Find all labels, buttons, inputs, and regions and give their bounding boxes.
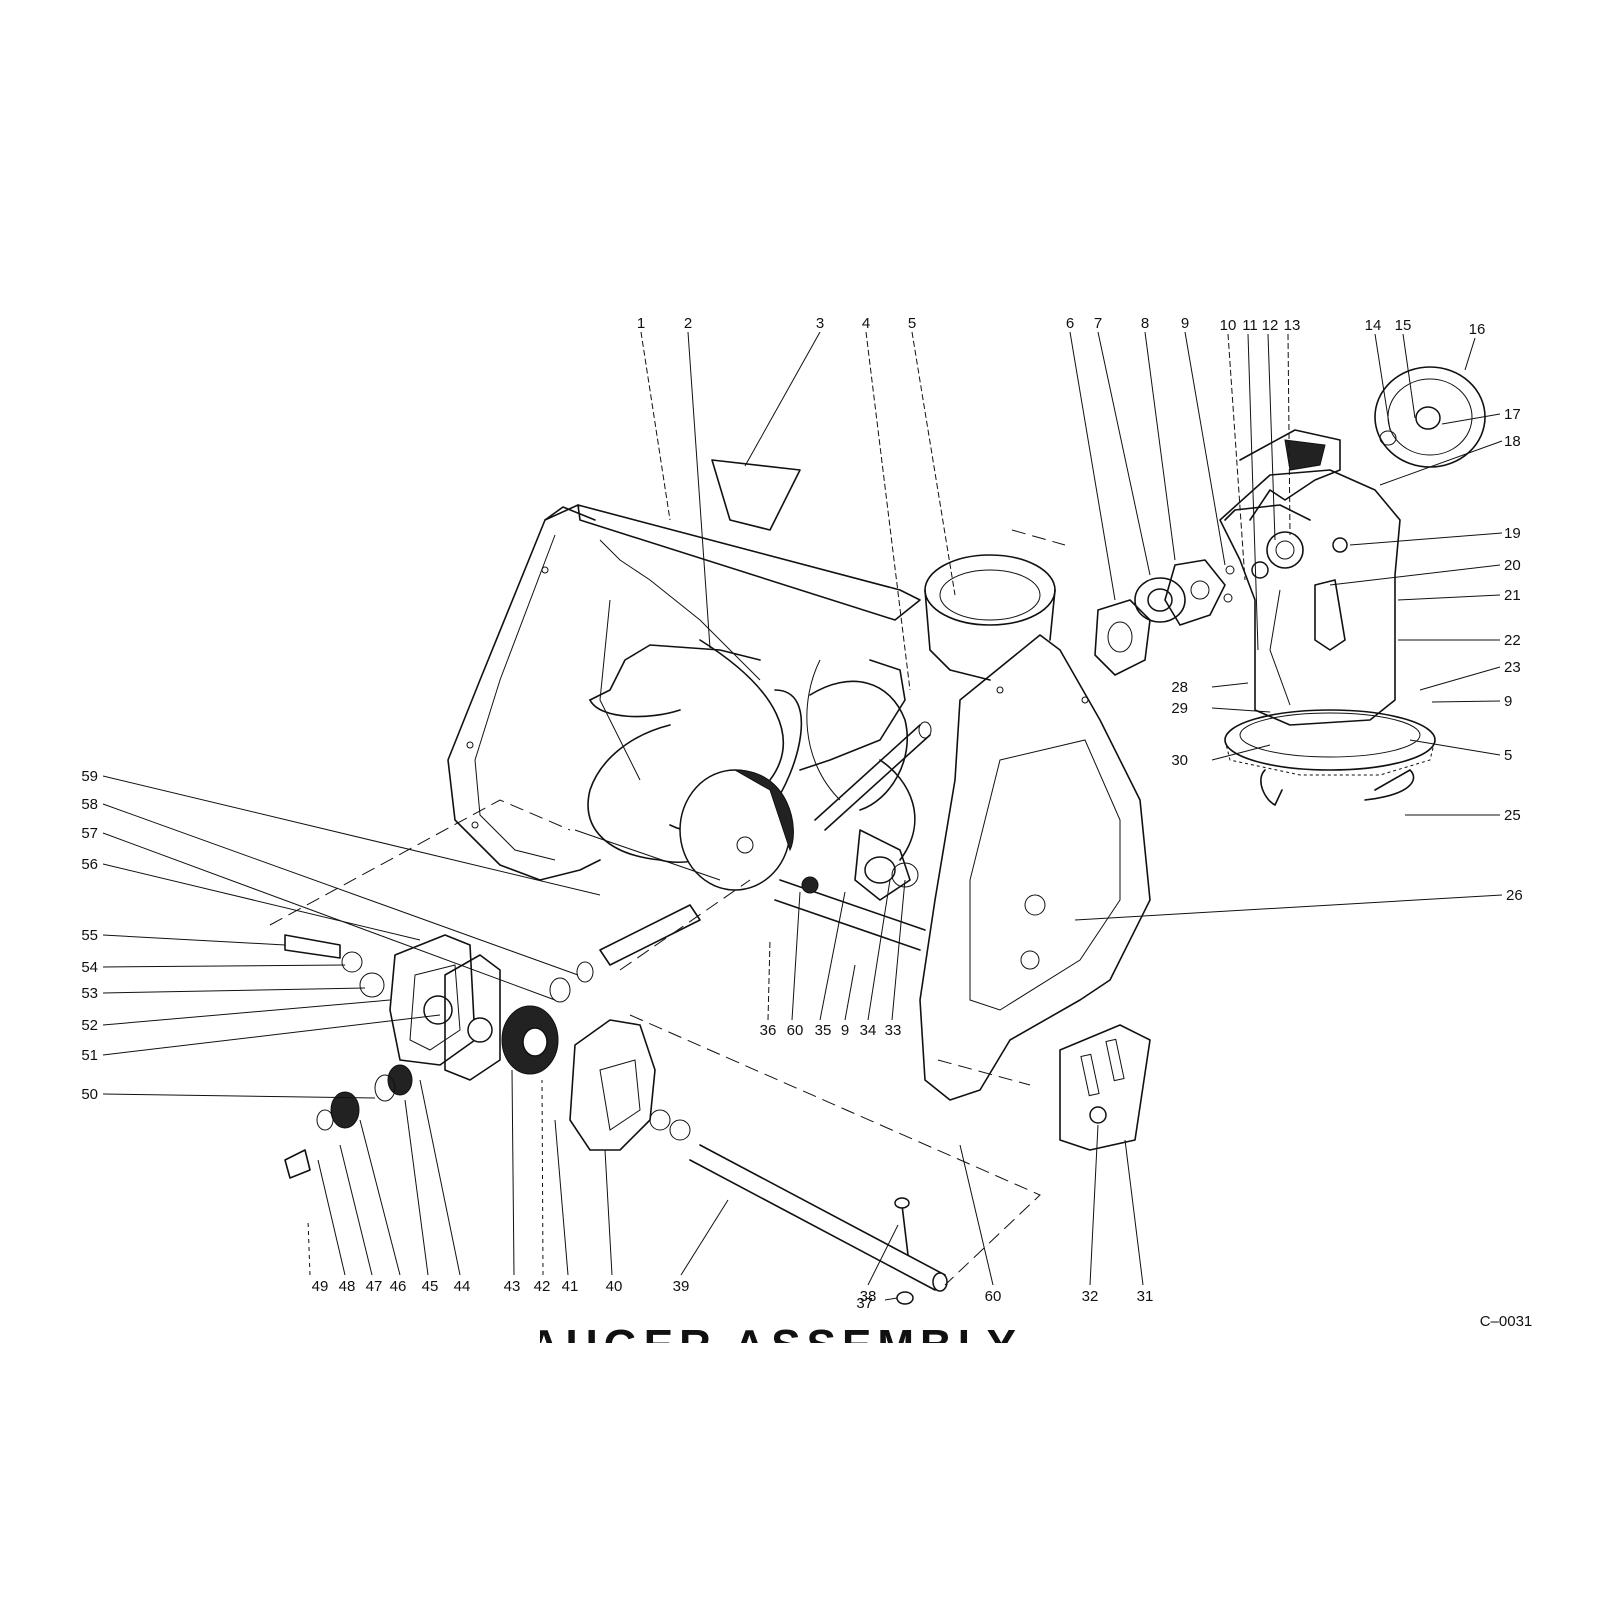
auger-housing-top-bar [577, 504, 921, 621]
callout-36: 36 [760, 1022, 777, 1039]
callout-7: 7 [1094, 315, 1102, 332]
callout-12: 12 [1262, 317, 1279, 334]
callout-11: 11 [1242, 317, 1258, 334]
callout-38: 38 [860, 1288, 877, 1305]
chute-ring-gear [1224, 709, 1436, 806]
callout-51: 51 [81, 1047, 98, 1064]
callout-60-bottom: 60 [985, 1288, 1002, 1305]
callout-23: 23 [1504, 659, 1521, 676]
callout-19: 19 [1504, 525, 1521, 542]
callout-50: 50 [81, 1086, 98, 1103]
callout-33: 33 [885, 1022, 902, 1039]
callout-9-right: 9 [1504, 693, 1512, 710]
callout-34: 34 [860, 1022, 877, 1039]
callout-8: 8 [1141, 315, 1149, 332]
assembly-phantom-lines [269, 529, 1066, 1286]
callout-5: 5 [908, 315, 916, 332]
gearbox-housing-right [569, 1019, 656, 1151]
worm-shaft [649, 1109, 948, 1292]
callout-59: 59 [81, 768, 98, 785]
gearbox-gasket [444, 954, 501, 1081]
callout-9-top: 9 [1181, 315, 1189, 332]
callout-2: 2 [684, 315, 692, 332]
callout-60-mid: 60 [787, 1022, 804, 1039]
discharge-outlet-ring [924, 554, 1056, 681]
callout-44: 44 [454, 1278, 471, 1295]
callout-6: 6 [1066, 315, 1074, 332]
auger-housing-right-panel [919, 634, 1151, 1101]
callout-1: 1 [637, 315, 645, 332]
callout-18: 18 [1504, 433, 1521, 450]
callout-30: 30 [1171, 752, 1188, 769]
callout-32: 32 [1082, 1288, 1099, 1305]
callout-10: 10 [1220, 317, 1237, 334]
callout-16: 16 [1469, 321, 1486, 338]
callout-14: 14 [1365, 317, 1382, 334]
leader-lines [102, 331, 1503, 1301]
diagram-title-fragment: AUGER ASSEMBLY [528, 1321, 1022, 1370]
shaft-bearing-block [801, 829, 919, 901]
worm-gear [501, 1005, 559, 1075]
pulley [1374, 366, 1486, 468]
callout-31: 31 [1137, 1288, 1154, 1305]
callout-3: 3 [816, 315, 824, 332]
decal [711, 459, 801, 531]
callout-45: 45 [422, 1278, 439, 1295]
callout-55: 55 [81, 927, 98, 944]
input-shaft-bearings [284, 1064, 413, 1179]
auger-spiral-left [574, 639, 803, 891]
drawing-code: C–0031 [1480, 1313, 1533, 1330]
callout-28: 28 [1171, 679, 1188, 696]
callout-56: 56 [81, 856, 98, 873]
auger-housing-back-scroll [599, 539, 841, 801]
callout-20: 20 [1504, 557, 1521, 574]
callout-42: 42 [534, 1278, 551, 1295]
bearing-flange-set [1094, 559, 1226, 676]
callout-5-right: 5 [1504, 747, 1512, 764]
callout-52: 52 [81, 1017, 98, 1034]
callout-17: 17 [1504, 406, 1521, 423]
bolt-38 [894, 1197, 914, 1305]
callout-9-mid: 9 [841, 1022, 849, 1039]
callout-47: 47 [366, 1278, 383, 1295]
callout-46: 46 [390, 1278, 407, 1295]
callout-54: 54 [81, 959, 98, 976]
callout-37: 37 [856, 1295, 873, 1312]
callout-21: 21 [1504, 587, 1521, 604]
drive-shaft-small-parts [284, 904, 701, 1003]
callout-49: 49 [312, 1278, 329, 1295]
discharge-chute [1219, 429, 1401, 726]
auger-housing-left-panel [447, 504, 601, 881]
callout-15: 15 [1395, 317, 1412, 334]
callout-57: 57 [81, 825, 98, 842]
callout-48: 48 [339, 1278, 356, 1295]
auger-spiral-right [799, 659, 916, 861]
auger-shaft [814, 721, 932, 831]
callout-4: 4 [862, 315, 870, 332]
callout-58: 58 [81, 796, 98, 813]
callout-35: 35 [815, 1022, 832, 1039]
callout-13: 13 [1284, 317, 1301, 334]
callout-25: 25 [1504, 807, 1521, 824]
callout-41: 41 [562, 1278, 579, 1295]
skid-shoe [1059, 1024, 1151, 1151]
callout-53: 53 [81, 985, 98, 1002]
callout-43: 43 [504, 1278, 521, 1295]
callout-labels: 1 2 3 4 5 6 7 8 9 10 11 12 13 14 15 16 1… [81, 315, 1522, 1312]
callout-26: 26 [1506, 887, 1523, 904]
callout-39: 39 [673, 1278, 690, 1295]
chute-gear [1223, 531, 1304, 603]
callout-29: 29 [1171, 700, 1188, 717]
callout-22: 22 [1504, 632, 1521, 649]
callout-40: 40 [606, 1278, 623, 1295]
